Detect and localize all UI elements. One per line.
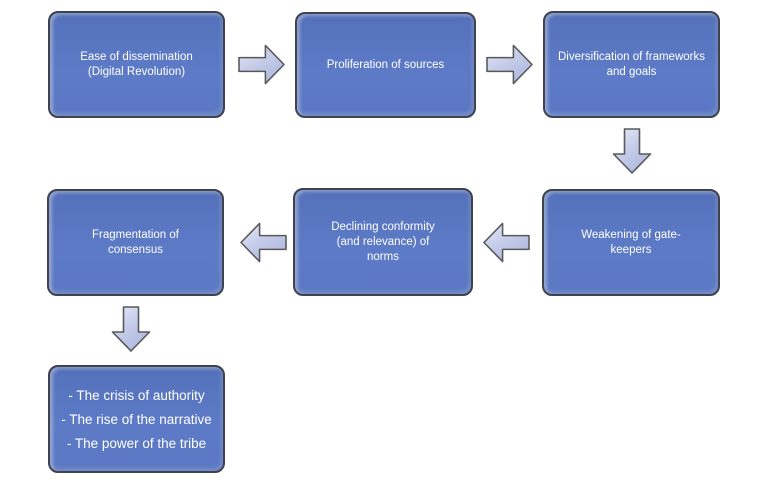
flow-node-fragmentation-of-consensus: Fragmentation of consensus: [47, 189, 224, 296]
flow-node-diversification-frameworks-goals: Diversification of frameworks and goals: [543, 11, 720, 118]
flow-node-ease-of-dissemination: Ease of dissemination (Digital Revolutio…: [48, 11, 225, 118]
flow-node-label: Weakening of gate-keepers: [581, 228, 681, 256]
flow-node-declining-conformity: Declining conformity (and relevance) of …: [293, 188, 473, 296]
flow-node-weakening-of-gatekeepers: Weakening of gate-keepers: [542, 189, 720, 296]
arrow-right-icon: [238, 43, 285, 86]
flow-node-proliferation-of-sources: Proliferation of sources: [295, 12, 476, 118]
flow-node-label: Fragmentation of consensus: [92, 228, 179, 256]
arrow-left-icon: [240, 221, 287, 264]
arrow-down-icon: [612, 128, 652, 174]
flow-node-label: Declining conformity (and relevance) of …: [331, 220, 435, 263]
arrow-right-icon: [486, 43, 533, 86]
flow-node-label: Ease of dissemination (Digital Revolutio…: [80, 50, 193, 78]
outcome-item-crisis-of-authority: - The crisis of authority: [68, 387, 205, 403]
outcome-item-rise-of-the-narrative: - The rise of the narrative: [61, 411, 212, 427]
flow-node-label: Proliferation of sources: [326, 58, 445, 71]
outcome-item-power-of-the-tribe: - The power of the tribe: [66, 435, 207, 451]
flow-node-label: Diversification of frameworks and goals: [558, 50, 705, 78]
flow-node-outcomes: - The crisis of authority - The rise of …: [48, 365, 225, 473]
arrow-left-icon: [483, 221, 530, 264]
arrow-down-icon: [111, 306, 151, 352]
